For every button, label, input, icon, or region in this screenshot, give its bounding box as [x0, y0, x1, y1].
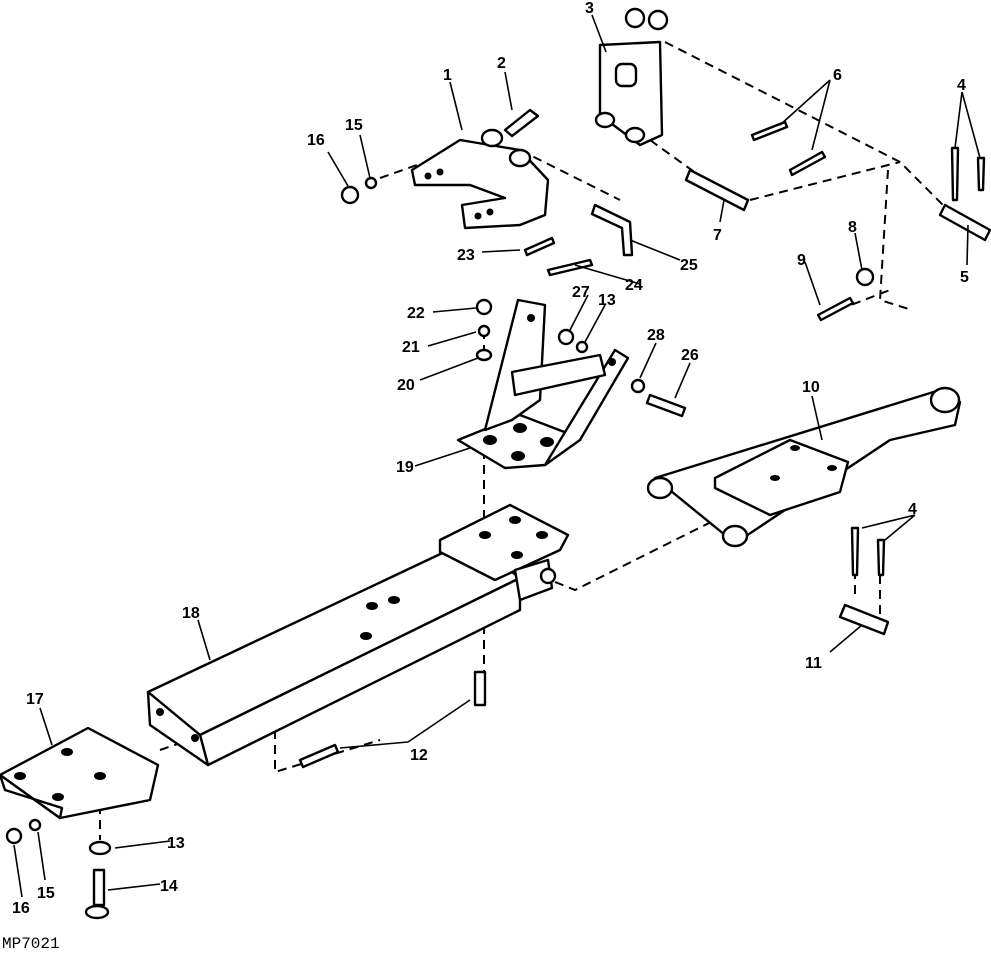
callout-6: 6	[833, 67, 842, 84]
nut-part-22	[475, 298, 493, 316]
clevis-part-3	[594, 7, 669, 147]
washer-part-15	[364, 176, 378, 190]
pin-part-7	[684, 168, 750, 212]
callout-8: 8	[848, 219, 857, 236]
callout-2: 2	[497, 55, 506, 72]
cotter-pin-part-9	[816, 296, 855, 322]
callout-21: 21	[402, 339, 420, 356]
callout-1: 1	[443, 67, 452, 84]
callout-27: 27	[572, 284, 590, 301]
callout-20: 20	[397, 377, 415, 394]
bolt-part-26	[645, 393, 687, 418]
callout-4-upper: 4	[957, 77, 966, 94]
cotter-pin-part-4d	[876, 538, 886, 577]
bolt-part-14	[92, 868, 106, 907]
pin-part-11	[838, 603, 890, 636]
callout-4-lower: 4	[908, 501, 917, 518]
washer-part-13-lower	[88, 840, 112, 856]
hitch-bracket-part-1	[410, 128, 550, 230]
fitting-part-8	[855, 267, 875, 287]
figure-code: MP7021	[2, 935, 60, 953]
callout-9: 9	[797, 252, 806, 269]
bolt-part-12b	[298, 743, 340, 769]
pin-part-24	[546, 258, 594, 277]
cotter-pin-part-6b	[788, 150, 827, 177]
bolt-part-12a	[473, 670, 487, 707]
callout-12: 12	[410, 747, 428, 764]
callout-22: 22	[407, 305, 425, 322]
callout-25: 25	[680, 257, 698, 274]
callout-24: 24	[625, 277, 643, 294]
mounting-bracket-part-19	[456, 298, 630, 470]
washer-part-21	[477, 324, 491, 338]
hardware	[5, 108, 991, 920]
callout-7: 7	[713, 227, 722, 244]
pin-part-25	[590, 203, 634, 257]
nut-part-27	[557, 328, 575, 346]
callout-5: 5	[960, 269, 969, 286]
callout-18: 18	[182, 605, 200, 622]
cotter-pin-part-4c	[850, 526, 860, 577]
pin-part-5	[938, 203, 991, 242]
cotter-pin-part-4a	[950, 146, 960, 202]
callout-13-lower: 13	[167, 835, 185, 852]
callout-15-lower: 15	[37, 885, 55, 902]
frame-front-plate	[438, 503, 570, 602]
nut-part-16-lower	[5, 827, 23, 845]
callout-11: 11	[805, 655, 822, 672]
callout-16-upper: 16	[307, 132, 325, 149]
callout-10: 10	[802, 379, 820, 396]
callout-28: 28	[647, 327, 665, 344]
callout-16-lower: 16	[12, 900, 30, 917]
pin-part-23	[523, 236, 556, 257]
callout-19: 19	[396, 459, 414, 476]
washer-part-20	[475, 348, 493, 362]
nut-part-16	[340, 185, 360, 205]
callout-14: 14	[160, 878, 178, 895]
bolt-head-part-14	[84, 904, 110, 920]
callout-13-upper: 13	[598, 292, 616, 309]
washer-part-15-lower	[28, 818, 42, 832]
leader-lines	[13, 14, 981, 898]
callout-17: 17	[26, 691, 44, 708]
callout-15-upper: 15	[345, 117, 363, 134]
callout-3: 3	[585, 0, 594, 17]
callout-26: 26	[681, 347, 699, 364]
cotter-pin-part-6a	[750, 120, 789, 142]
bolt-part-2	[503, 108, 540, 138]
callout-23: 23	[457, 247, 475, 264]
cotter-pin-part-4b	[976, 156, 986, 192]
rear-plate-part-17	[0, 726, 160, 820]
callout-labels: 1 2 3 4 5 6 7 8 9 10 11 12 13 13 14 15 1…	[12, 0, 969, 917]
frame-tube-part-18	[146, 538, 522, 767]
washer-part-13	[575, 340, 589, 354]
washer-part-28	[630, 378, 646, 394]
draft-yoke-part-10	[646, 386, 962, 548]
